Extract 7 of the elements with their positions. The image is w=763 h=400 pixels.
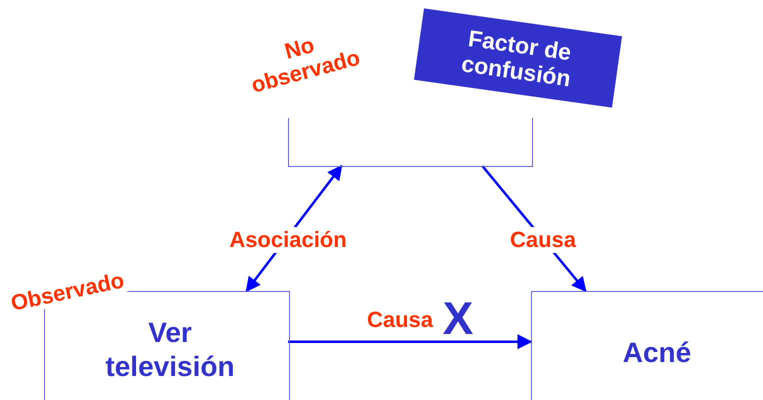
arrow [288, 334, 532, 350]
node-text: Ver televisión [104, 316, 236, 384]
open-box [531, 291, 763, 400]
node-text: Acné [622, 336, 692, 370]
edge-label: Causa [508, 227, 578, 253]
cross-mark: X [442, 295, 474, 341]
label-box: Factor de confusión [414, 8, 622, 108]
